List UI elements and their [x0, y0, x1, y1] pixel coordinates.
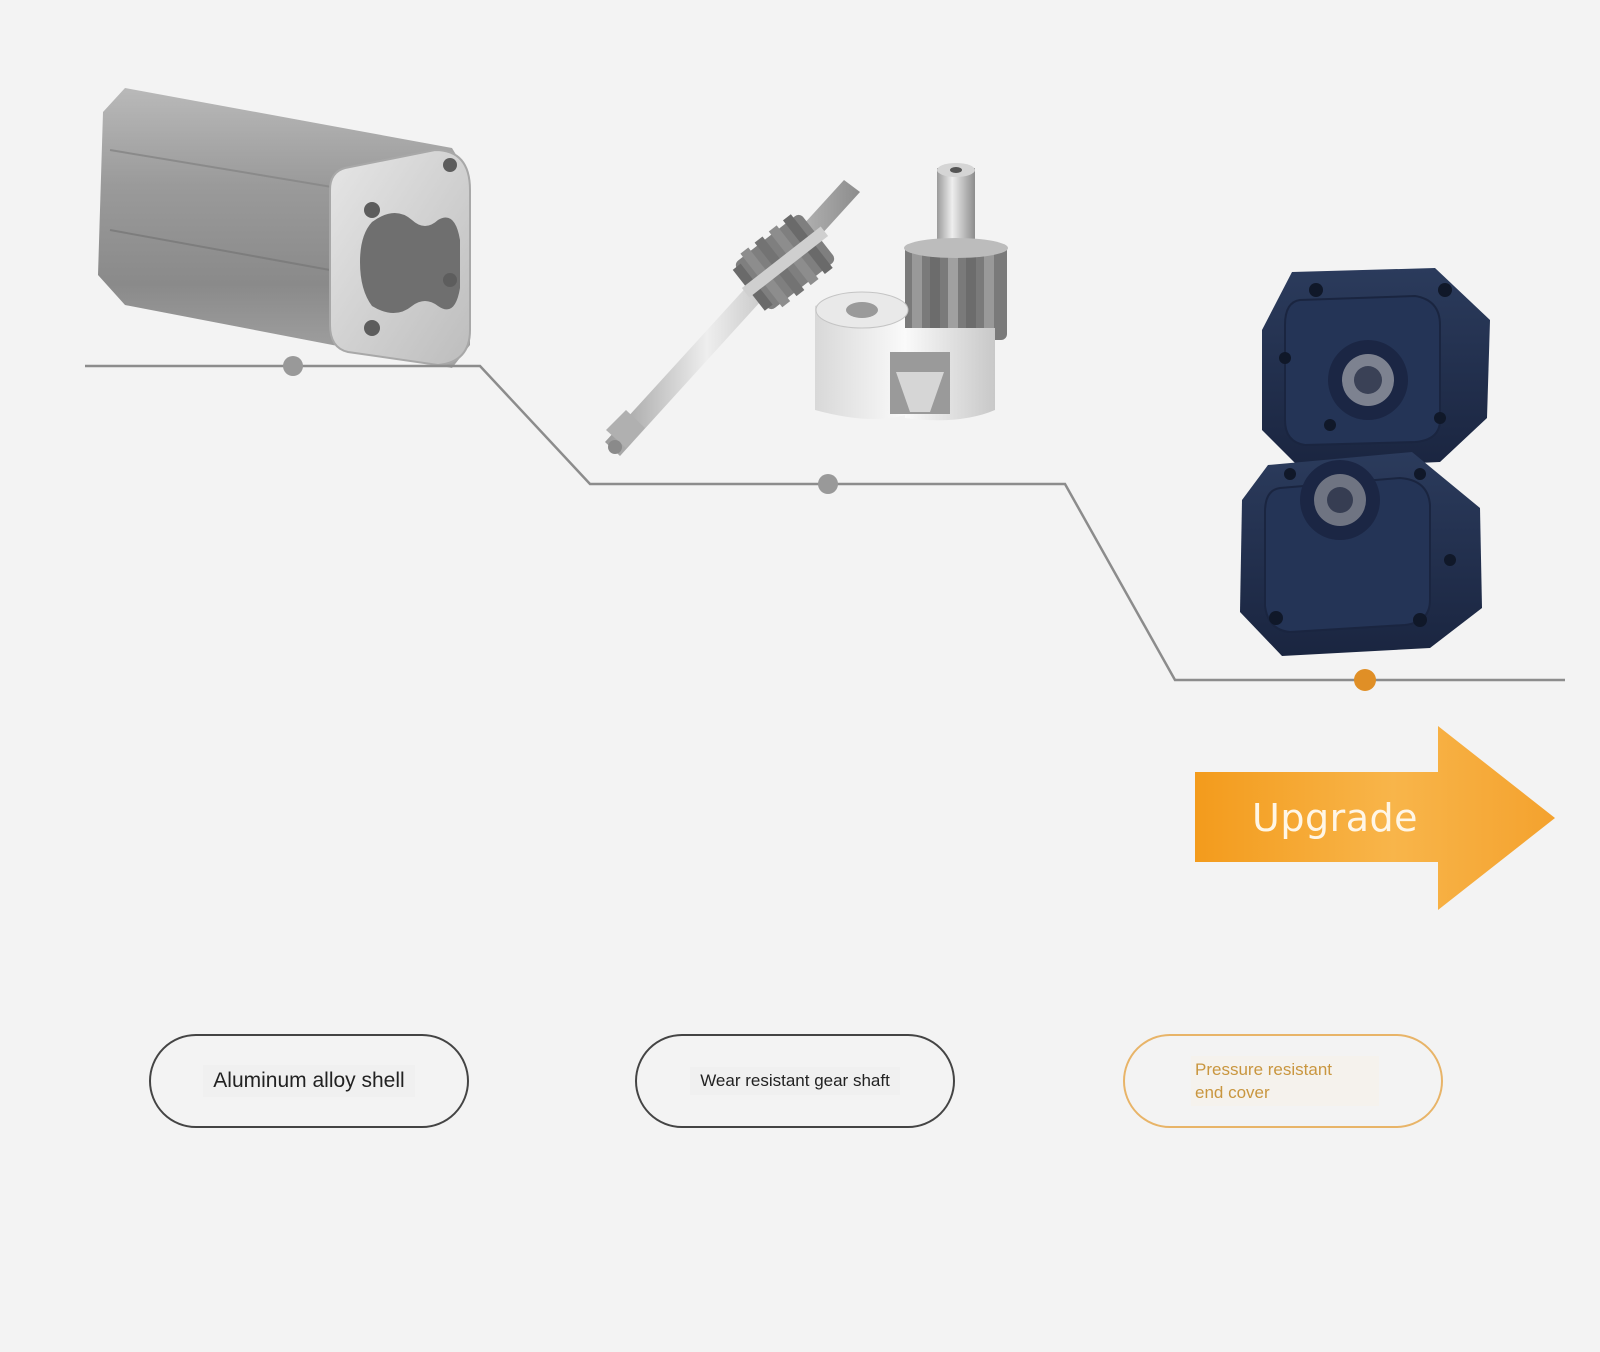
- component-label: Pressure resistant end cover: [1191, 1056, 1379, 1106]
- aluminum-housing-image: [98, 88, 471, 368]
- component-pill-aluminum-shell: Aluminum alloy shell: [149, 1034, 469, 1128]
- component-pill-gear-shaft: Wear resistant gear shaft: [635, 1034, 955, 1128]
- timeline-node-2: [818, 474, 838, 494]
- timeline-node-1: [283, 356, 303, 376]
- upgrade-label: Upgrade: [1252, 796, 1418, 840]
- upgrade-arrow: [1195, 726, 1555, 910]
- timeline-node-active: [1354, 669, 1376, 691]
- timeline: [85, 356, 1565, 691]
- component-label: Aluminum alloy shell: [203, 1065, 415, 1097]
- component-label: Wear resistant gear shaft: [690, 1067, 900, 1095]
- gear-shaft-image: [605, 163, 1008, 456]
- component-pill-end-cover: Pressure resistant end cover: [1123, 1034, 1443, 1128]
- end-cover-image: [1240, 268, 1490, 656]
